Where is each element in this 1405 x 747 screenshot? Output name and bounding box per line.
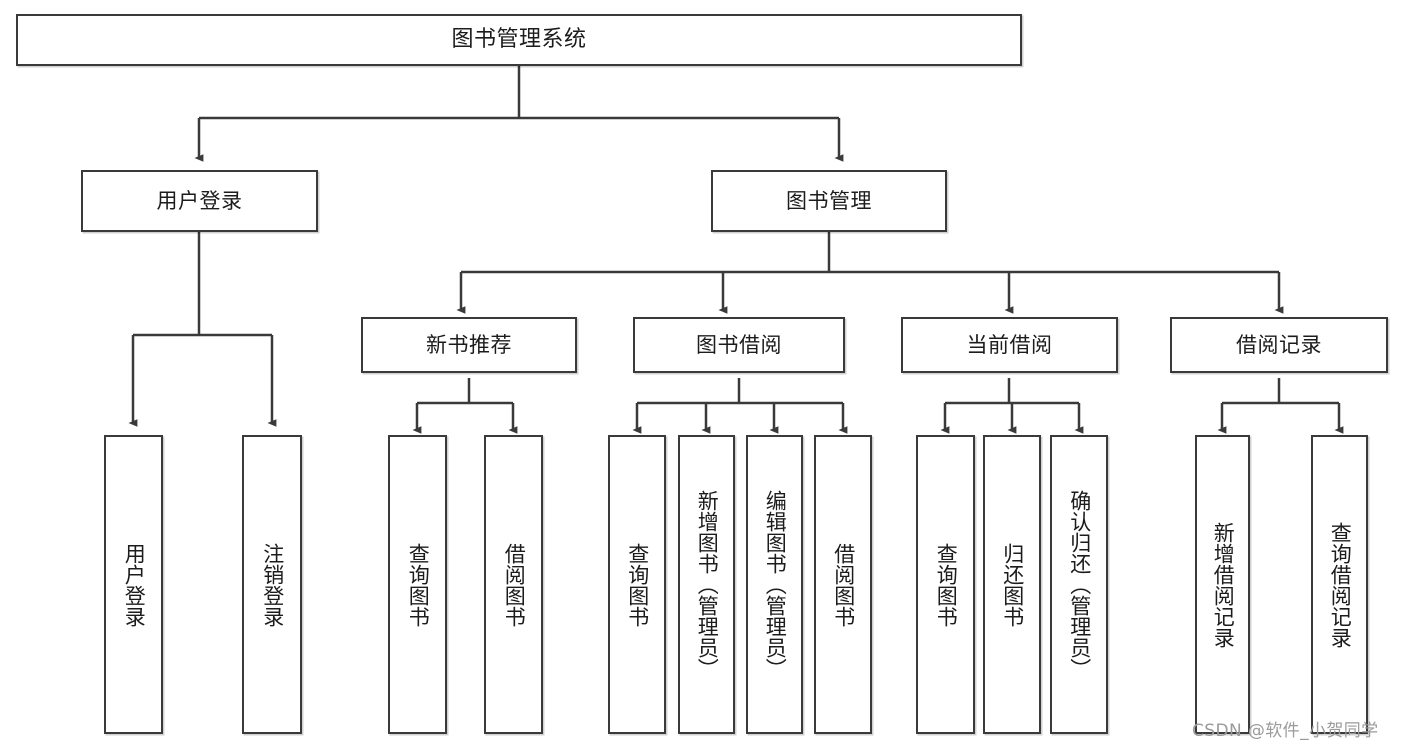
node-label: 确认归还（管理员） [1067, 490, 1092, 679]
node-user-login[interactable]: 用户登录 [81, 170, 318, 232]
node-label: 归还图书 [1000, 542, 1025, 627]
leaf-borrow-record-add[interactable]: 新增借阅记录 [1195, 435, 1250, 734]
node-label: 编辑图书（管理员） [763, 490, 788, 679]
leaf-book-borrow-borrow[interactable]: 借阅图书 [814, 435, 872, 734]
edges-currentborrow-to-leaves [940, 378, 1084, 434]
leaf-book-borrow-query[interactable]: 查询图书 [608, 435, 666, 734]
edges-userlogin-to-leaves [128, 232, 277, 427]
node-label: 查询图书 [934, 542, 959, 627]
node-root-system[interactable]: 图书管理系统 [16, 14, 1022, 66]
leaf-current-borrow-query[interactable]: 查询图书 [916, 435, 975, 734]
node-label: 用户登录 [156, 188, 243, 213]
edges-root-to-level2 [194, 66, 844, 162]
node-label: 注销登录 [260, 542, 285, 627]
node-label: 图书借阅 [696, 332, 782, 357]
leaf-book-borrow-add[interactable]: 新增图书（管理员） [678, 435, 735, 734]
leaf-user-login-logout[interactable]: 注销登录 [242, 435, 302, 734]
node-label: 查询借阅记录 [1328, 521, 1353, 648]
edges-bookmgmt-to-level3 [456, 232, 1284, 314]
leaf-current-borrow-return[interactable]: 归还图书 [983, 435, 1041, 734]
node-label: 新增图书（管理员） [695, 490, 720, 679]
node-label: 新书推荐 [426, 332, 512, 357]
node-label: 当前借阅 [966, 332, 1053, 357]
leaf-new-book-borrow[interactable]: 借阅图书 [484, 435, 543, 734]
node-label: 新增借阅记录 [1211, 521, 1236, 648]
leaf-user-login-login[interactable]: 用户登录 [104, 435, 163, 734]
edges-newbook-to-leaves [412, 378, 518, 434]
node-book-borrow[interactable]: 图书借阅 [633, 317, 845, 373]
leaf-book-borrow-edit[interactable]: 编辑图书（管理员） [746, 435, 803, 734]
node-label: 借阅图书 [831, 542, 856, 627]
edges-bookborrow-to-leaves [632, 378, 848, 434]
node-borrow-record[interactable]: 借阅记录 [1170, 317, 1388, 373]
node-label: 借阅图书 [502, 542, 527, 627]
node-book-management[interactable]: 图书管理 [711, 170, 947, 232]
node-new-book-recommend[interactable]: 新书推荐 [361, 317, 577, 373]
node-label: 查询图书 [625, 542, 650, 627]
leaf-borrow-record-query[interactable]: 查询借阅记录 [1311, 435, 1368, 734]
node-label: 图书管理系统 [451, 27, 587, 52]
leaf-new-book-query[interactable]: 查询图书 [388, 435, 447, 734]
edges-borrowrecord-to-leaves [1217, 378, 1344, 434]
node-label: 借阅记录 [1236, 332, 1322, 357]
leaf-current-borrow-confirm[interactable]: 确认归还（管理员） [1050, 435, 1108, 734]
node-current-borrow[interactable]: 当前借阅 [901, 317, 1118, 373]
node-label: 查询图书 [406, 542, 431, 627]
node-label: 图书管理 [786, 188, 872, 213]
node-label: 用户登录 [122, 542, 147, 627]
